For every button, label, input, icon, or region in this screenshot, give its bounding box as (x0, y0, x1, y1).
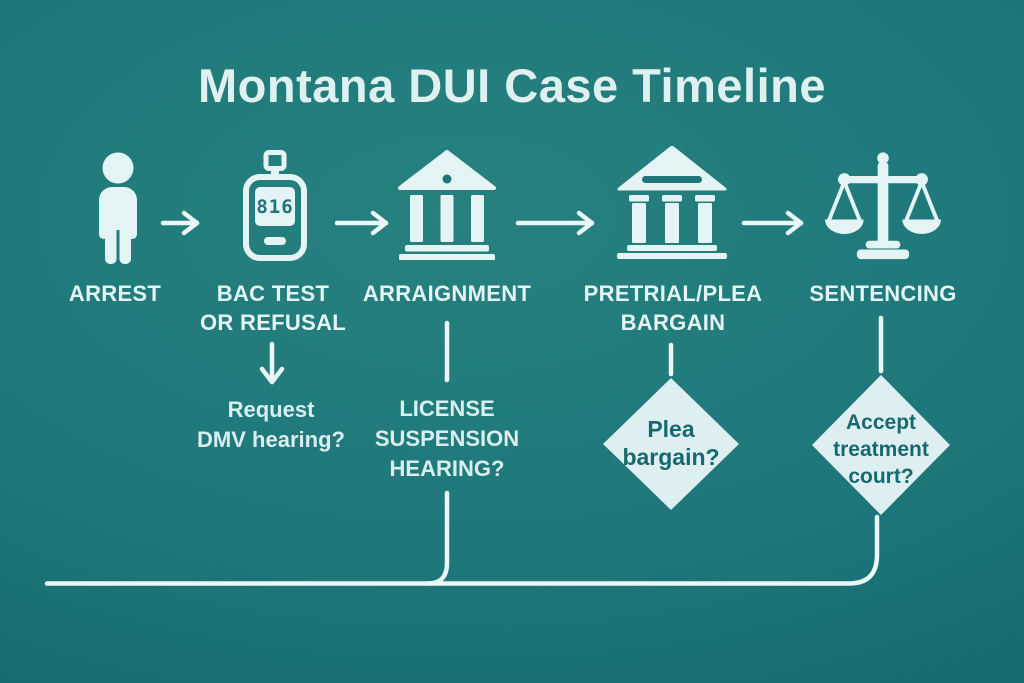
stage-label-sentencing: SENTENCING (809, 281, 957, 306)
decision-diamond (603, 378, 739, 510)
stage-label-arrest: ARREST (68, 281, 162, 306)
connector-elbow-line (425, 490, 450, 586)
diamond-text-treatment-court: Accept treatment court? (833, 411, 929, 488)
bac-reading: 816 (256, 196, 293, 218)
branch-text-license-suspension: LICENSE SUSPENSION HEARING? (374, 396, 520, 481)
courthouse-icon (398, 150, 496, 260)
breathalyzer-icon: 816 (243, 150, 307, 261)
decision-diamond (812, 375, 950, 515)
courthouse-icon (617, 146, 727, 259)
scales-icon (825, 152, 941, 260)
stage-label-pretrial: PRETRIAL/PLEA BARGAIN (583, 281, 763, 335)
stage-label-arraignment: ARRAIGNMENT (362, 281, 532, 306)
stage-label-bac-test: BAC TEST OR REFUSAL (200, 281, 346, 335)
branch-text-dmv-hearing: Request DMV hearing? (197, 397, 345, 452)
diamond-text-plea-bargain: Plea bargain? (622, 416, 720, 470)
loopback-line (44, 514, 880, 586)
person-icon (99, 152, 137, 264)
page-title: Montana DUI Case Timeline (198, 59, 826, 112)
